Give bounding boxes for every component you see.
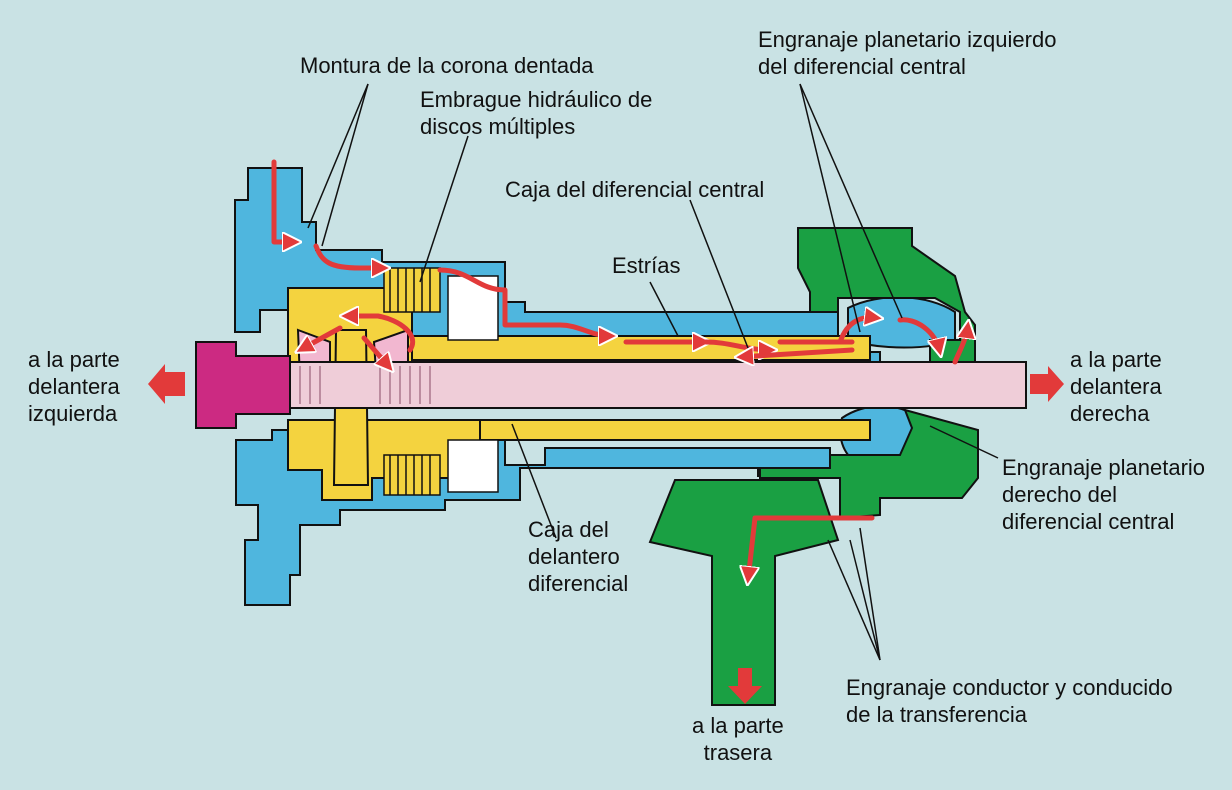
- label-center-diff-case: Caja del diferencial central: [505, 177, 765, 202]
- rear-output-arrow: [728, 668, 762, 704]
- label-splines: Estrías: [612, 253, 681, 278]
- label-ring-gear-mount: Montura de la corona dentada: [300, 53, 594, 78]
- output-arrows: [148, 364, 1064, 704]
- oil-flow-arrows: [271, 159, 968, 580]
- clutch-pack: [383, 267, 499, 496]
- left-output-arrow: [148, 364, 185, 404]
- axle-shaft: [289, 361, 1027, 409]
- right-output-arrow: [1030, 366, 1064, 402]
- left-output-flange: [195, 341, 291, 429]
- leader-lines: [307, 83, 999, 661]
